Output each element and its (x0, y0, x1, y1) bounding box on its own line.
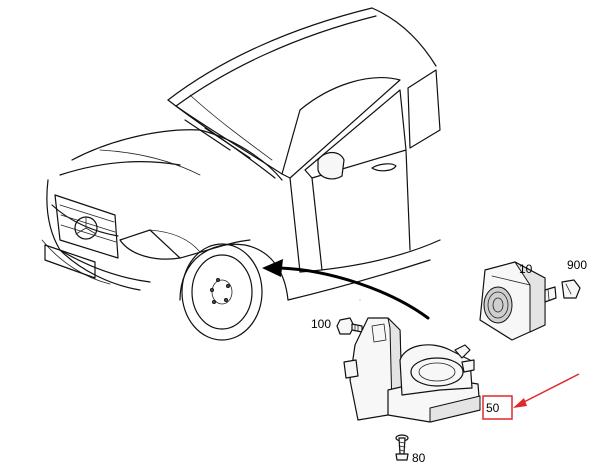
callout-label-50: 50 (486, 401, 500, 415)
callout-label-900: 900 (567, 258, 588, 272)
bolt-part (336, 317, 363, 335)
callout-label-10: 10 (519, 262, 533, 276)
callout-label-100: 100 (311, 317, 332, 331)
bracket-part (343, 299, 481, 423)
highlight-callout-50 (482, 373, 580, 420)
location-arrow (262, 259, 430, 320)
speaker-module-part (479, 261, 557, 341)
screw-part (395, 434, 409, 461)
connector-part (561, 279, 581, 299)
callout-label-80: 80 (412, 451, 426, 465)
